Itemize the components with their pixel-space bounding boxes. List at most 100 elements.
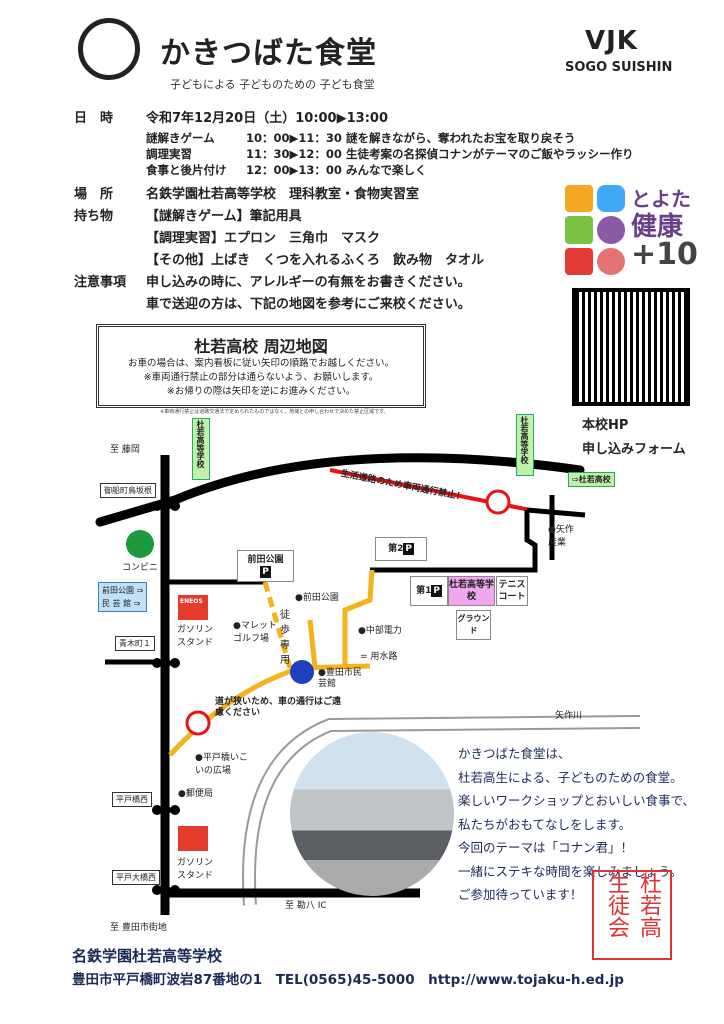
map-line: ※お帰りの際は矢印を逆にお進みください。	[166, 386, 356, 397]
schedule: 謎解きゲーム 10：00▶11：30 謎を解きながら、奪われたお宝を取り戻そう 調理…	[146, 130, 634, 178]
landmark: ●中部電力	[358, 626, 402, 636]
schedule-desc: 生徒考案の名探偵コナンがテーマのご飯やラッシー作り	[346, 147, 634, 161]
gas-station-label: ガソリンスタンド	[177, 858, 214, 881]
road-sign-text: 前田公園 ⇒	[102, 586, 144, 595]
walk-only-label: 徒歩専用	[280, 610, 290, 666]
landmark: = 用水路	[360, 652, 398, 662]
note: 申し込みの時に、アレルギーの有無をお書きください。	[146, 275, 471, 290]
schedule-name: 食事と後片付け	[146, 163, 227, 177]
intersection-label: 平戸橋西	[112, 792, 152, 807]
item: 【調理実習】エプロン 三角巾 マスク	[146, 231, 381, 246]
road-sign-text: 民 芸 館 ⇒	[102, 599, 141, 608]
kenko-text: 健康	[631, 212, 684, 242]
schedule-desc: みんなで楽しく	[346, 163, 427, 177]
landmark: ●前田公園	[295, 593, 339, 603]
note: 車で送迎の方は、下記の地図を参考にご来校ください。	[146, 297, 471, 312]
no-car-icon	[185, 710, 211, 736]
map-label: 至 豊田市街地	[110, 923, 167, 933]
map-title: 杜若高校 周辺地図	[194, 337, 328, 356]
map-line: ※車両通行禁止の部分は通らないよう、お願いします。	[143, 372, 379, 383]
qr-label-form: 申し込みフォーム	[582, 442, 686, 457]
no-car-icon	[485, 489, 511, 515]
message-line: 楽しいワークショップとおいしい食事で、	[458, 793, 696, 808]
tennis-court: テニスコート	[496, 576, 528, 606]
narrow-road-warning: 道が狭いため、車の通行はご遠慮ください	[215, 697, 342, 718]
guide-sign: 杜若高等学校	[516, 414, 534, 476]
kenko-text: +10	[631, 237, 698, 272]
kenko-text: とよた	[631, 187, 691, 211]
map-label: 至 勘八 IC	[285, 901, 327, 911]
eneos-icon	[178, 595, 208, 620]
ground: グラウンド	[456, 610, 491, 640]
map-label: 至 藤岡	[110, 445, 140, 455]
traffic-lights	[152, 501, 180, 895]
message-line: ご参加待っています！	[458, 887, 583, 902]
students-photo	[290, 732, 454, 896]
subtitle: 子どもによる 子どものための 子ども食堂	[170, 78, 375, 91]
map-title-box: 杜若高校 周辺地図 お車の場合は、案内看板に従い矢印の順路でお越しください。 ※…	[96, 324, 426, 408]
parking-name: 前田公園	[247, 555, 284, 565]
parking-icon: P	[431, 585, 442, 597]
sponsor-logo: VJK	[585, 26, 638, 56]
page-title: かきつばた食堂	[160, 36, 377, 71]
landmark: ●マレットゴルフ場	[233, 621, 277, 644]
qr-code[interactable]	[572, 288, 690, 406]
intersection-label: 平戸大橋西	[112, 870, 160, 885]
place-label: 場 所	[74, 187, 114, 202]
parking-icon: P	[260, 566, 271, 578]
eneos-label: ENEOS	[180, 598, 203, 605]
items-label: 持ち物	[74, 209, 114, 224]
guide-sign: 杜若高等学校	[192, 418, 210, 480]
place: 名鉄学園杜若高等学校 理科教室・食物実習室	[146, 187, 420, 202]
pedestrian-bicycle-icon	[290, 660, 314, 684]
map-footnote: ※車両通行禁止は道路交通法で定められたものではなく、地域との申し合わせで決めた禁…	[160, 409, 389, 415]
phone: TEL(0565)45-5000	[275, 972, 415, 988]
item: 【謎解きゲーム】筆記用具	[146, 209, 302, 224]
landmark: ●豊田市民芸館	[318, 668, 362, 689]
website-link[interactable]: http://www.tojaku-h.ed.jp	[428, 972, 624, 988]
message-line: かきつばた食堂は、	[458, 746, 571, 761]
student-council-stamp: 杜若高生徒会	[592, 870, 672, 960]
message: かきつばた食堂は、 杜若高生による、子どものための食堂。 楽しいワークショップと…	[458, 742, 695, 907]
school-name: 名鉄学園杜若高等学校	[72, 947, 223, 965]
landmark: ●矢作産業	[548, 525, 574, 548]
intersection-label: 青木町１	[115, 636, 155, 651]
river-label: 矢作川	[555, 711, 583, 721]
intersection-label: 御船町鳥坂根	[100, 483, 156, 498]
guide-sign: ⇨杜若高校	[568, 472, 615, 487]
message-line: 一緒にステキな時間を楽しみましょう。	[458, 863, 683, 879]
schedule-desc: 謎を解きながら、奪われたお宝を取り戻そう	[346, 131, 576, 145]
qr-label-hp: 本校HP	[582, 418, 629, 433]
schedule-name: 謎解きゲーム	[146, 131, 215, 145]
schedule-time: 10：00▶11：30	[246, 131, 342, 145]
kakitsubata-logo	[78, 18, 140, 80]
parking-name: 第2	[388, 544, 404, 554]
address: 豊田市平戸橋町波岩87番地の1	[72, 972, 263, 988]
message-line: 今回のテーマは「コナン君」！	[458, 840, 634, 855]
gas-station-label: ガソリンスタンド	[177, 625, 214, 648]
notes-label: 注意事項	[74, 275, 127, 290]
datetime: 令和7年12月20日（土）10:00▶13:00	[146, 111, 388, 126]
toyota-kenko-logo: とよた 健康 +10	[565, 185, 698, 275]
school-building: 杜若高等学校	[448, 576, 495, 606]
eneos-icon	[178, 826, 208, 851]
message-line: 私たちがおもてなしをします。	[458, 816, 632, 832]
qr-label: 本校HP 申し込みフォーム	[582, 414, 686, 462]
item: 【その他】上ばき くつを入れるふくろ 飲み物 タオル	[146, 253, 485, 268]
footer: 名鉄学園杜若高等学校 豊田市平戸橋町波岩87番地の1 TEL(0565)45-5…	[72, 944, 624, 992]
seven-eleven-icon	[126, 530, 154, 558]
schedule-name: 調理実習	[146, 147, 192, 161]
road-sign: 前田公園 ⇒ 民 芸 館 ⇒	[98, 582, 148, 612]
map-line: お車の場合は、案内看板に従い矢印の順路でお越しください。	[127, 358, 394, 369]
schedule-time: 12：00▶13：00	[246, 163, 342, 177]
landmark: ●平戸橋いこいの広場	[195, 753, 248, 776]
parking-name: 第1	[416, 586, 432, 596]
schedule-time: 11：30▶12：00	[246, 147, 342, 161]
datetime-label: 日 時	[74, 111, 114, 126]
map-label: コンビニ	[122, 563, 159, 573]
event-info: 日 時 令和7年12月20日（土）10:00▶13:00 謎解きゲーム 10：00▶…	[74, 108, 634, 316]
parking-icon: P	[403, 543, 414, 555]
